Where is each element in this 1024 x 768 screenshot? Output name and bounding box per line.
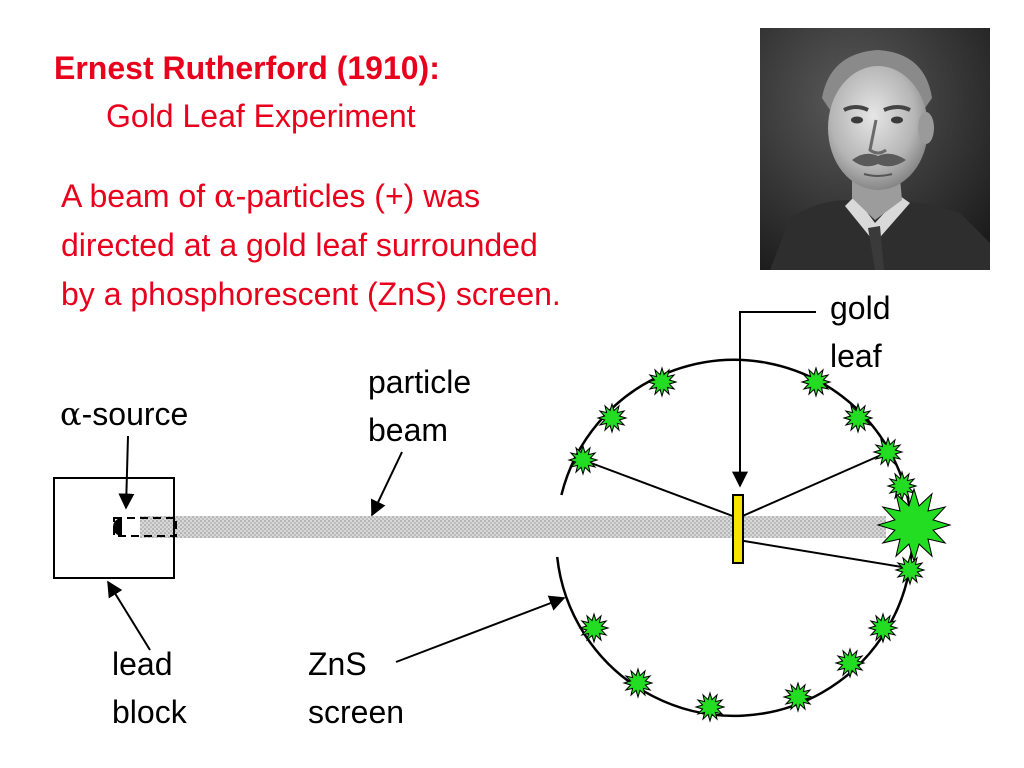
scintillation-flash [782, 681, 814, 713]
description-text: A beam of α-particles (+) was directed a… [61, 172, 561, 319]
particle-beam-label: particle beam [368, 364, 472, 448]
zns-screen-label: ZnS screen [308, 646, 405, 730]
alpha-source-label: α-source [60, 395, 189, 433]
scintillation-flash [800, 366, 832, 398]
description-line-2: directed at a gold leaf surrounded [61, 227, 538, 263]
lead-block-label: lead block [112, 646, 187, 730]
scintillation-flash [622, 667, 654, 699]
scintillation-flash [894, 554, 926, 586]
description-line-3: by a phosphorescent (ZnS) screen. [61, 276, 561, 312]
scintillation-flash [834, 647, 866, 679]
page-subtitle: Gold Leaf Experiment [106, 98, 416, 134]
description-line-1: A beam of α-particles (+) was [61, 177, 481, 215]
scintillation-flash [876, 487, 952, 563]
scintillation-flash [886, 470, 918, 502]
scintillation-flash [567, 444, 599, 476]
label-pointers [107, 311, 816, 663]
scintillation-flash [842, 402, 874, 434]
lead-block [53, 477, 175, 579]
gold-leaf-label: gold leaf [830, 290, 891, 374]
scintillation-flash [872, 436, 904, 468]
scintillation-flash [578, 612, 610, 644]
scintillation-flash [694, 691, 726, 723]
page-title: Ernest Rutherford (1910): [54, 50, 440, 86]
gold-leaf [732, 494, 744, 564]
alpha-symbol: α [213, 177, 236, 215]
scintillation-flash [596, 402, 628, 434]
scintillation-flash [646, 366, 678, 398]
scattered-paths [582, 451, 909, 569]
alpha-source [113, 517, 177, 537]
scintillation-flashes [567, 366, 952, 723]
rutherford-portrait [760, 28, 990, 270]
scintillation-flash [867, 612, 899, 644]
particle-beam [140, 516, 886, 538]
